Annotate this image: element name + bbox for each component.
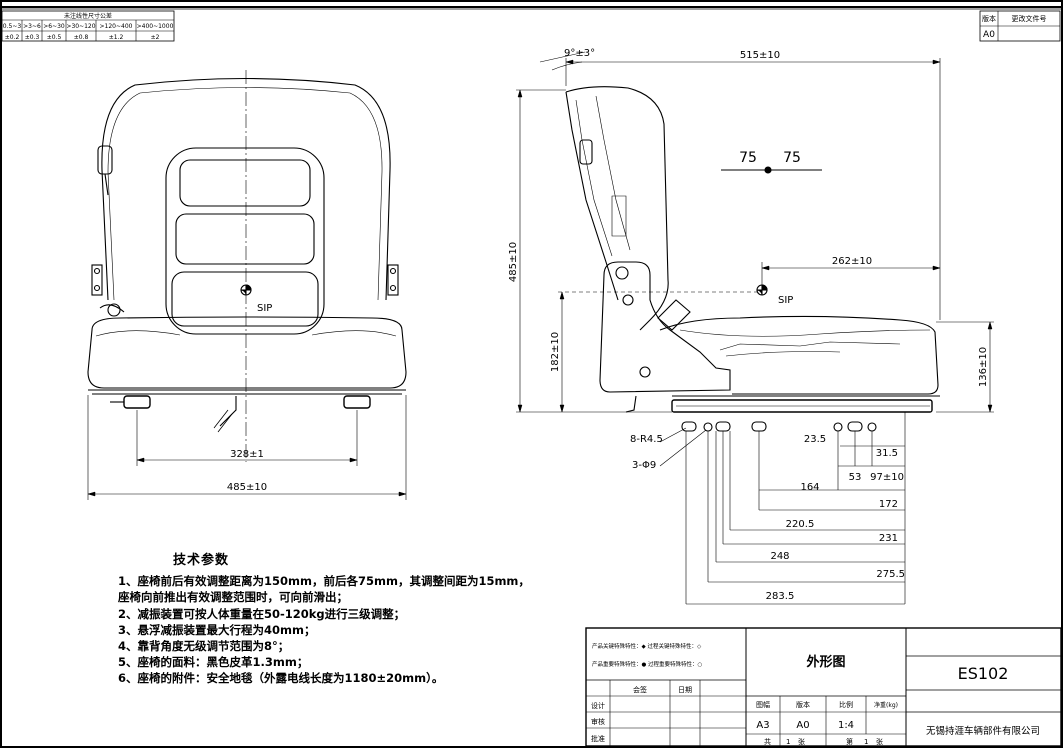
front-sip-label: SIP	[257, 303, 272, 314]
note-line-5: 4、靠背角度无级调节范围为8°；	[118, 639, 290, 654]
tol-range-4: >30~120	[66, 23, 95, 30]
slide-right: 75	[783, 150, 801, 166]
tb-row-approve: 批准	[591, 734, 605, 743]
tol-value-5: ±1.2	[109, 34, 124, 41]
tol-range-2: >3~6	[23, 23, 41, 30]
tb-h-version: 版本	[796, 700, 810, 709]
revision-box: 版本 更改文件号 A0	[979, 10, 1061, 42]
tol-range-6: >400~1000	[137, 23, 174, 30]
tol-value-4: ±0.8	[74, 34, 89, 41]
tb-company: 无锡持涯车辆部件有限公司	[926, 725, 1040, 737]
tol-range-5: >120~400	[100, 23, 133, 30]
tol-value-1: ±0.2	[5, 34, 20, 41]
tol-value-6: ±2	[151, 34, 160, 41]
notes-title: 技术参数	[173, 553, 230, 568]
rail-dim-172: 172	[879, 499, 898, 510]
side-sip-height: 182±10	[550, 332, 561, 372]
side-length: 515±10	[740, 50, 780, 61]
revision-version-value: A0	[983, 30, 995, 40]
tb-v-format: A3	[756, 720, 769, 731]
rail-dim-231: 231	[879, 533, 898, 544]
rail-dim-283-5: 283.5	[766, 591, 795, 602]
tb-note-1: 产品关键特殊特性：◆ 过程关键特殊特性：◇	[592, 642, 702, 650]
tolerance-title: 未注线性尺寸公差	[64, 12, 112, 20]
tb-h-scale: 比例	[839, 700, 853, 709]
rail-dim-97: 97±10	[870, 472, 904, 483]
holes-slot: 8-R4.5	[630, 434, 663, 445]
tb-h-weight: 净重(kg)	[874, 701, 898, 709]
side-view	[516, 51, 994, 605]
tb-sheet-no: 1	[864, 738, 868, 746]
note-line-2: 座椅向前推出有效调整范围时，可向前滑出；	[118, 590, 348, 605]
tb-v-version: A0	[796, 720, 809, 731]
front-dim-inner: 328±1	[230, 449, 264, 460]
note-line-7: 6、座椅的附件：安全地毯（外露电线长度为1180±20mm）。	[118, 671, 444, 686]
holes-round: 3-Φ9	[632, 460, 656, 471]
rail-dim-220-5: 220.5	[786, 519, 815, 530]
technical-notes: 技术参数 1、座椅前后有效调整距离为150mm，前后各75mm，其调整间距为15…	[118, 553, 588, 687]
side-front-height: 136±10	[978, 347, 989, 387]
tb-part-no: ES102	[958, 664, 1009, 683]
tb-v-scale: 1:4	[838, 720, 854, 731]
tb-sheet-unit2: 张	[876, 737, 883, 746]
tb-sheet-unit: 张	[798, 737, 805, 746]
side-height: 485±10	[508, 242, 519, 282]
note-line-6: 5、座椅的面料：黑色皮革1.3mm；	[118, 655, 309, 670]
revision-version-label: 版本	[982, 14, 996, 23]
rail-dim-275-5: 275.5	[876, 569, 905, 580]
tol-range-3: >6~30	[43, 23, 65, 30]
tol-value-2: ±0.3	[25, 34, 40, 41]
tb-row-review: 审核	[591, 717, 605, 726]
tb-drawing-name: 外形图	[805, 654, 845, 670]
front-view	[87, 70, 407, 500]
slide-left: 75	[739, 150, 757, 166]
side-sip-offset: 262±10	[832, 256, 872, 267]
revision-change-label: 更改文件号	[1012, 14, 1047, 23]
tb-note-2: 产品重要特殊特性：● 过程重要特殊特性：○	[592, 660, 703, 668]
tolerance-table: 未注线性尺寸公差 0.5~3 >3~6 >6~30 >30~120 >120~4…	[1, 10, 175, 42]
title-block	[585, 627, 1062, 747]
tb-sheet-total-pre: 共	[764, 737, 771, 746]
tol-range-1: 0.5~3	[3, 23, 22, 30]
note-line-4: 3、悬浮减振装置最大行程为40mm；	[118, 622, 316, 637]
note-line-3: 2、减振装置可按人体重量在50-120kg进行三级调整；	[118, 606, 406, 621]
rail-dim-53: 53	[849, 472, 862, 483]
tb-row-design: 设计	[591, 701, 605, 710]
tol-value-3: ±0.5	[47, 34, 62, 41]
rail-dim-23-5: 23.5	[804, 434, 826, 445]
tb-col-date: 日期	[678, 686, 692, 694]
rail-dim-164: 164	[800, 482, 819, 493]
tb-col-sign: 会签	[633, 685, 647, 694]
side-angle: 9°±3°	[564, 48, 595, 59]
tb-sheet-total: 1	[786, 738, 790, 746]
note-line-1: 1、座椅前后有效调整距离为150mm，前后各75mm，其调整间距为15mm，	[118, 574, 530, 589]
rail-dim-31-5: 31.5	[876, 448, 898, 459]
front-dim-outer: 485±10	[227, 482, 267, 493]
rail-dim-248: 248	[770, 551, 789, 562]
tb-h-format: 图幅	[756, 700, 770, 709]
side-sip-label: SIP	[778, 295, 793, 306]
tb-sheet-no-pre: 第	[846, 737, 853, 746]
